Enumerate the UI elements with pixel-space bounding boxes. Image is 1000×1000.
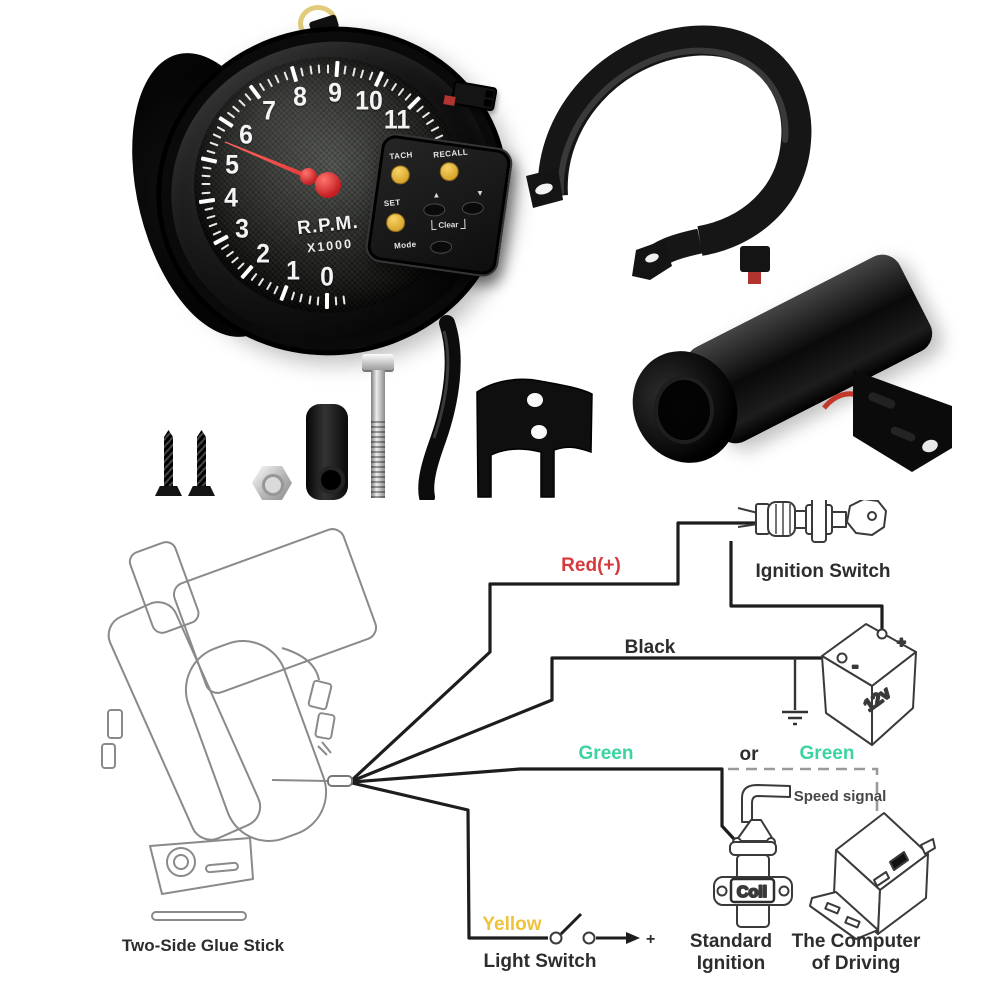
green-wire-label-1: Green <box>579 743 634 764</box>
computer-label-1: The Computer <box>792 931 921 952</box>
green-wire-label-2: Green <box>800 743 855 764</box>
bracket-slot-1 <box>868 392 896 409</box>
switch-plus-sign: + <box>646 931 655 948</box>
battery-plus-sign: + <box>897 634 906 651</box>
screw-shaft <box>164 430 173 488</box>
self-tapping-screw-2 <box>188 430 215 498</box>
shift-light <box>613 238 968 488</box>
clamp-band-highlight <box>557 47 789 196</box>
bracket-hole-top <box>527 393 543 407</box>
shift-light-details-svg <box>740 246 952 472</box>
coil-label: Coil <box>737 884 767 901</box>
computer-label-2: of Driving <box>812 953 901 974</box>
computer-connector-slot <box>889 851 909 871</box>
shift-light-bracket <box>853 370 952 472</box>
battery-minus-terminal <box>836 652 848 664</box>
wire-bundle-stub <box>327 775 353 787</box>
ignition-to-battery-wire <box>729 541 884 629</box>
rubber-hose <box>418 315 461 500</box>
hose-highlight <box>432 330 450 439</box>
or-label: or <box>740 744 760 765</box>
gauge-rear-sketch <box>101 528 378 921</box>
battery-minus-sign: - <box>852 656 858 677</box>
standard-ignition-label-2: Ignition <box>697 953 766 974</box>
battery-plus-terminal <box>876 628 888 640</box>
speed-signal-label: Speed signal <box>794 788 887 805</box>
light-switch-drawing: + <box>549 912 655 948</box>
battery-drawing: + - 12v <box>821 623 917 746</box>
glue-stick-sketch <box>151 911 247 921</box>
shift-light-connector <box>740 246 770 272</box>
rubber-spacer-hole <box>317 466 345 494</box>
ground-symbol <box>782 658 808 726</box>
screw-head <box>155 486 182 496</box>
mounting-clamp-band <box>526 25 812 280</box>
shift-light-lens <box>654 376 714 444</box>
screw-shaft <box>197 430 206 488</box>
bracket-hole <box>922 439 938 453</box>
yellow-wire-label: Yellow <box>482 914 541 935</box>
black-wire-label: Black <box>625 637 676 658</box>
wiring-diagram-svg: + - 12v Coil <box>101 500 936 974</box>
black-wire-line <box>351 656 836 783</box>
computer-box-drawing <box>809 812 936 940</box>
yellow-wire-line <box>351 781 548 940</box>
self-tapping-screw-1 <box>155 430 182 498</box>
red-wire-line <box>350 521 756 782</box>
sketch-wire <box>281 647 320 681</box>
bracket-hole-bottom <box>531 425 547 439</box>
coil-drawing: Coil <box>713 784 793 928</box>
arrow-head-icon <box>626 932 640 944</box>
u-bracket <box>476 378 593 498</box>
ignition-switch-label: Ignition Switch <box>755 561 890 582</box>
clamp-band <box>537 25 812 256</box>
sketch-bracket <box>149 837 254 895</box>
bracket-slot-2 <box>890 426 916 442</box>
glue-stick-label: Two-Side Glue Stick <box>122 936 285 955</box>
red-wire-label: Red(+) <box>561 555 621 576</box>
light-switch-label: Light Switch <box>484 951 597 972</box>
coil-label-box <box>729 877 776 904</box>
standard-ignition-label-1: Standard <box>690 931 772 952</box>
photo-parts-svg <box>418 25 812 500</box>
mounting-bolt-head <box>362 354 394 370</box>
clamp-end-hole <box>645 253 659 263</box>
green-wire-line <box>351 767 736 841</box>
flange-nut-ring <box>262 474 284 496</box>
screw-head <box>188 486 215 496</box>
clamp-left-hole <box>535 183 553 195</box>
ignition-switch-drawing <box>737 500 887 543</box>
shift-light-connector-wire <box>748 272 761 284</box>
mounting-bolt-shaft <box>371 370 385 498</box>
